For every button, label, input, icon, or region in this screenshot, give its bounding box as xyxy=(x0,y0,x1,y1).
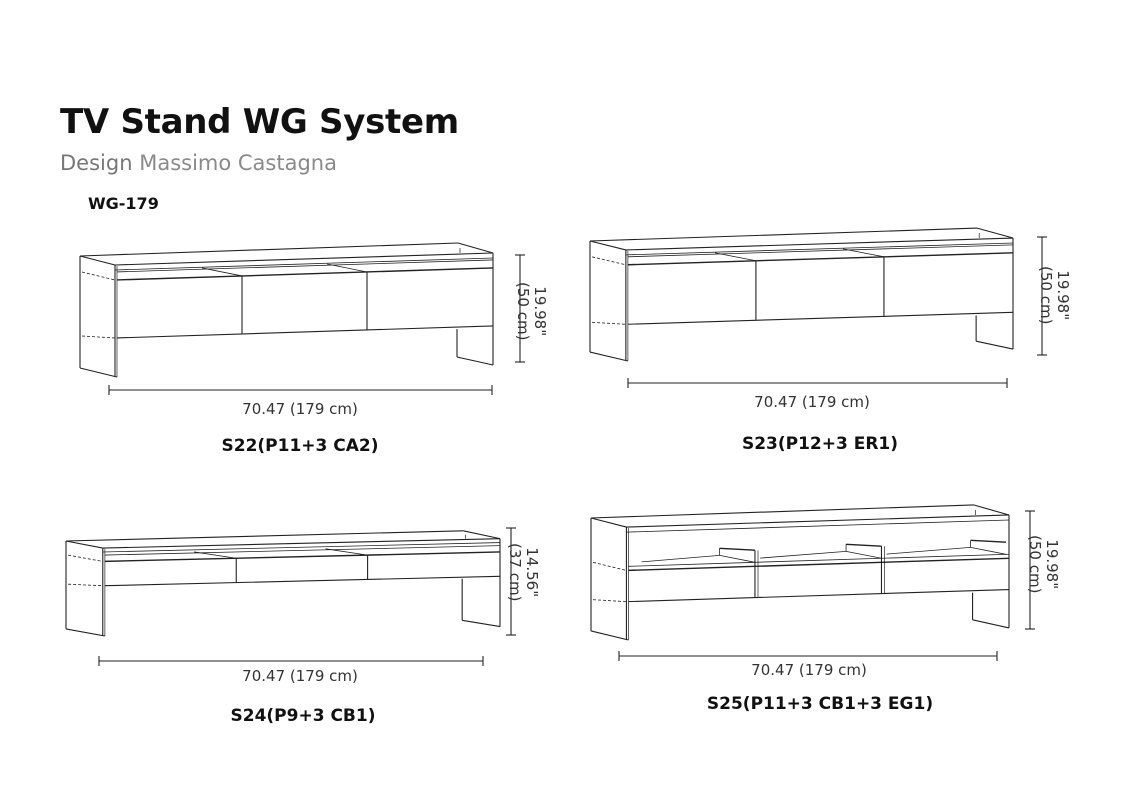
height-dimension-s23: 19.98"(50 cm) xyxy=(1037,266,1072,325)
s22-recess-back xyxy=(116,259,494,273)
s22-drawer-bottom xyxy=(116,325,494,339)
s23-top-thickness-edge xyxy=(625,242,1014,256)
s24-right-leg-bottom xyxy=(462,619,501,628)
s22-top-front-edge xyxy=(114,252,494,266)
s24-top-back-edge xyxy=(65,530,464,542)
width-dimension-s25: 70.47 (179 cm) xyxy=(751,661,867,679)
s24-drawer-top xyxy=(104,551,501,563)
s25-bay1-side xyxy=(845,550,882,559)
config-label-s24: S24(P9+3 CB1) xyxy=(230,706,376,726)
s24-hidden-line-top xyxy=(68,554,103,562)
height-cm: (37 cm) xyxy=(506,543,524,602)
s24-top-thickness-edge xyxy=(102,542,501,553)
s22-right-leg-bottom xyxy=(456,356,494,366)
s25-bay0-side xyxy=(719,554,756,563)
s22-top-right-edge xyxy=(457,242,494,254)
designer-name: Massimo Castagna xyxy=(139,151,337,175)
s24-recess-back xyxy=(104,545,501,556)
s25-hidden-line-bottom xyxy=(593,599,627,603)
s25-bay2-side xyxy=(970,546,1007,555)
model-code: WG-179 xyxy=(88,194,159,213)
config-label-s23: S23(P12+3 ER1) xyxy=(741,434,899,454)
s24-top-right-edge xyxy=(463,530,501,540)
height-in: 19.98" xyxy=(1054,270,1072,321)
s24-left-panel-bottom xyxy=(65,628,105,637)
s24-top-left-edge xyxy=(65,540,103,549)
config-label-s25: S25(P11+3 CB1+3 EG1) xyxy=(706,694,934,714)
designer-credit: Design Massimo Castagna xyxy=(60,151,337,175)
s23-top-front-edge xyxy=(625,237,1014,251)
s25-bay1-floor xyxy=(759,550,847,559)
s23-right-leg-bottom xyxy=(976,340,1014,350)
s25-drawer-top xyxy=(628,557,1010,572)
s24-drawer-bottom xyxy=(104,575,501,587)
s25-bay2-top xyxy=(970,539,1007,543)
s22-drawer-top xyxy=(116,267,494,281)
s25-top-right-edge xyxy=(973,504,1010,516)
height-cm: (50 cm) xyxy=(514,282,532,341)
height-dimension-s24: 14.56"(37 cm) xyxy=(506,543,541,602)
s25-top-front-edge xyxy=(626,514,1010,528)
s25-drawer-bottom xyxy=(628,588,1010,603)
s23-recess-back xyxy=(627,244,1014,258)
height-cm: (50 cm) xyxy=(1037,266,1055,325)
s23-top-right-edge xyxy=(977,227,1014,239)
s24-hidden-line-bottom xyxy=(68,583,103,587)
height-dimension-s22: 19.98"(50 cm) xyxy=(514,282,549,341)
s25-top-back-edge xyxy=(590,504,974,519)
s23-hidden-line-top xyxy=(591,256,626,266)
height-dimension-s25: 19.98"(50 cm) xyxy=(1026,535,1061,594)
s25-shelf-front xyxy=(628,553,1010,567)
s23-drawer-bottom xyxy=(627,311,1014,325)
s23-left-panel-bottom xyxy=(589,351,629,362)
s23-top-back-edge xyxy=(589,227,978,242)
s22-top-back-edge xyxy=(79,242,459,257)
width-dimension-s22: 70.47 (179 cm) xyxy=(242,400,358,418)
s25-hidden-line-top xyxy=(592,561,627,571)
height-in: 19.98" xyxy=(1043,539,1061,590)
s24-top-front-edge xyxy=(102,538,501,549)
s22-top-left-edge xyxy=(79,255,116,266)
s22-left-panel-bottom xyxy=(79,367,118,378)
config-label-s22: S22(P11+3 CA2) xyxy=(221,436,379,456)
s25-bay0-top xyxy=(719,547,755,551)
height-in: 14.56" xyxy=(523,547,541,598)
page-title: TV Stand WG System xyxy=(60,102,459,142)
s22-top-thickness-edge xyxy=(114,257,494,271)
s25-bay0-floor xyxy=(641,554,720,563)
s25-left-panel-bottom xyxy=(590,630,629,641)
s23-top-left-edge xyxy=(589,240,626,251)
s23-drawer-top xyxy=(627,252,1014,266)
s25-top-left-edge xyxy=(590,517,627,528)
s25-top-thickness-edge xyxy=(626,519,1010,533)
width-dimension-s23: 70.47 (179 cm) xyxy=(754,393,870,411)
s23-hidden-line-bottom xyxy=(592,321,626,325)
height-cm: (50 cm) xyxy=(1026,535,1044,594)
s25-bay2-floor xyxy=(886,546,971,555)
s25-bay1-top xyxy=(846,543,882,547)
s25-right-leg-bottom xyxy=(972,619,1010,629)
width-dimension-s24: 70.47 (179 cm) xyxy=(242,667,358,685)
height-in: 19.98" xyxy=(531,286,549,337)
s22-hidden-line-bottom xyxy=(81,335,116,339)
s22-hidden-line-top xyxy=(81,271,116,281)
designer-prefix: Design xyxy=(60,151,133,175)
